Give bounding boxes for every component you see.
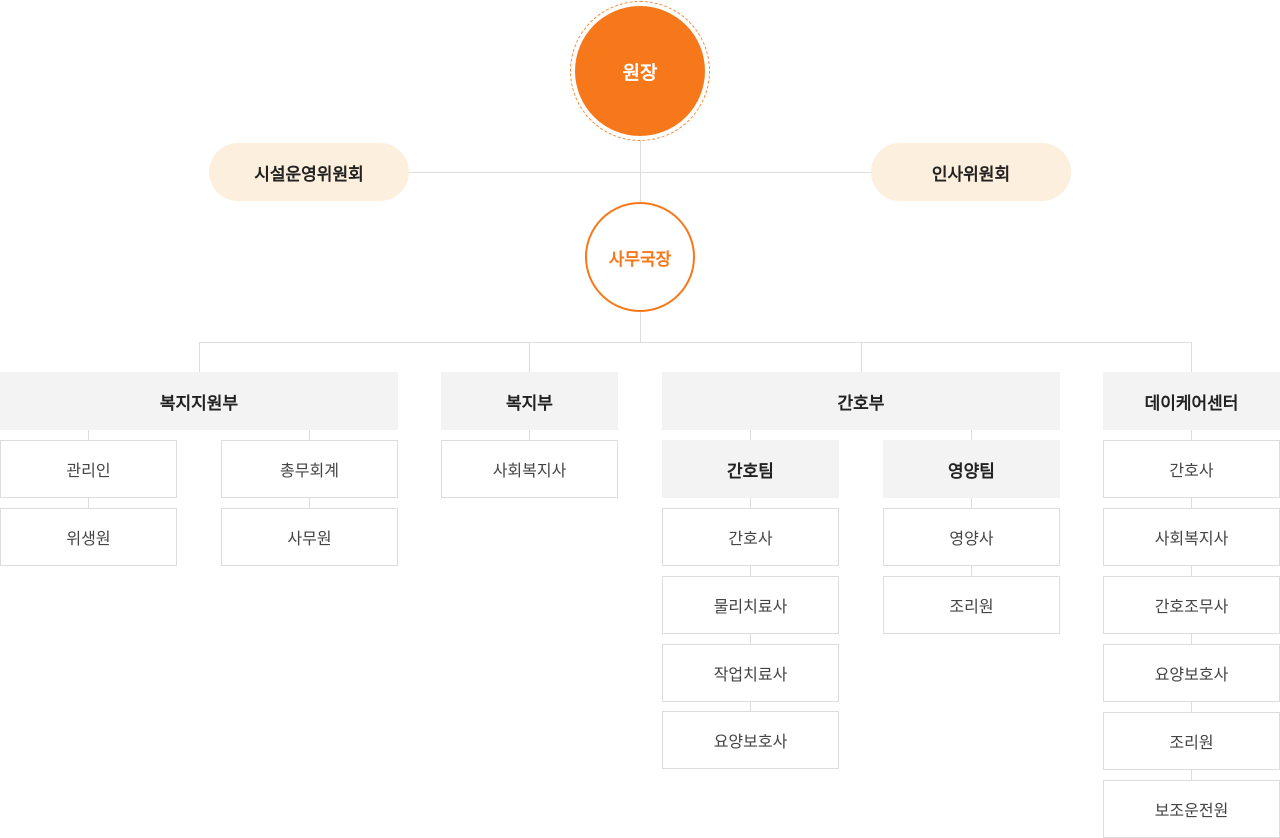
staff-box: 요양보호사 [662,711,839,769]
staff-box: 보조운전원 [1103,780,1280,838]
committee-personnel: 인사위원회 [871,143,1071,201]
connector-secretary-departments [640,312,641,342]
staff-box: 조리원 [1103,712,1280,770]
staff-box: 위생원 [0,508,177,566]
staff-box: 영양사 [883,508,1060,566]
staff-box: 사회복지사 [1103,508,1280,566]
staff-box: 간호조무사 [1103,576,1280,634]
committee-facility: 시설운영위원회 [209,143,409,201]
connector-dept-3 [861,342,862,372]
dept-daycare: 데이케어센터 [1103,372,1280,430]
dept-welfare: 복지부 [441,372,618,430]
team-nursing: 간호팀 [662,440,839,498]
staff-box: 총무회계 [221,440,398,498]
dept-nursing: 간호부 [662,372,1060,430]
dept-welfare-support: 복지지원부 [0,372,398,430]
staff-box: 간호사 [662,508,839,566]
connector-dept-1 [199,342,200,372]
staff-box: 조리원 [883,576,1060,634]
team-nutrition: 영양팀 [883,440,1060,498]
staff-box: 간호사 [1103,440,1280,498]
connector-departments-bar [199,342,1192,343]
director-node: 원장 [575,6,705,136]
staff-box: 사무원 [221,508,398,566]
staff-box: 관리인 [0,440,177,498]
connector-dept-2 [529,342,530,372]
staff-box: 작업치료사 [662,644,839,702]
secretary-node: 사무국장 [585,202,695,312]
staff-box: 물리치료사 [662,576,839,634]
connector-committees [408,172,872,173]
connector-dept-4 [1191,342,1192,372]
staff-box: 사회복지사 [441,440,618,498]
staff-box: 요양보호사 [1103,644,1280,702]
